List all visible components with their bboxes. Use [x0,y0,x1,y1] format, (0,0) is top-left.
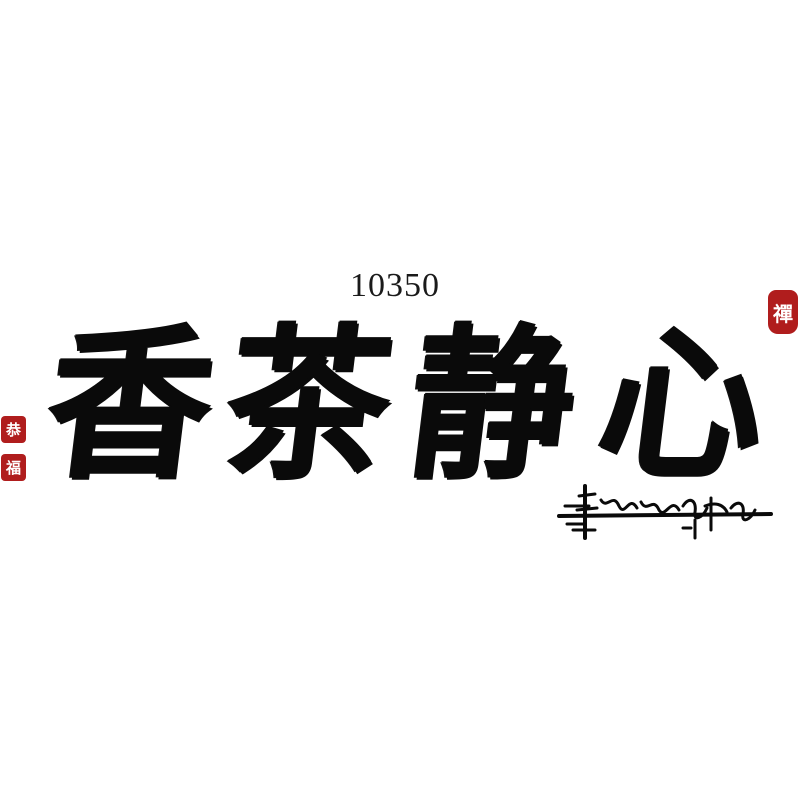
calligraphy-char-fragrance: 香 [36,307,224,500]
calligraphy-char-tea: 茶 [214,307,402,500]
left-seal-top-stamp: 恭 [1,416,26,443]
zen-seal-stamp: 禪 [768,290,798,334]
left-seal-stack: 恭 福 [1,416,26,482]
left-seal-bottom-stamp: 福 [1,454,26,481]
calligraphy-title: 香 茶 静 心 [36,306,780,506]
artist-signature-icon [557,484,773,540]
calligraphy-char-heart: 心 [588,307,776,500]
product-code: 10350 [350,267,440,304]
calligraphy-char-calm: 静 [398,307,586,500]
